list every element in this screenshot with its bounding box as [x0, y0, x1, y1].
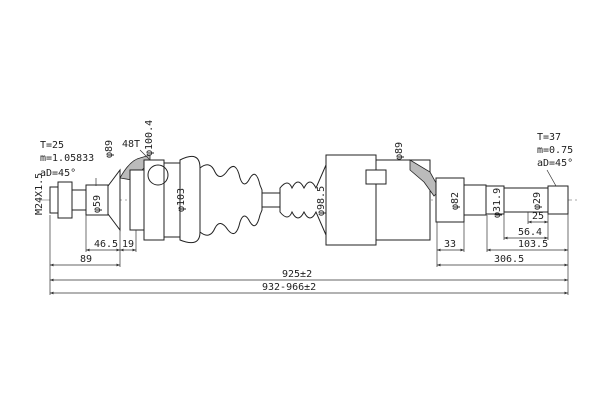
dim-19: 19	[122, 239, 134, 250]
outer-angle-label: aD=45°	[40, 168, 76, 179]
inner-seal-dia: φ82	[450, 192, 461, 210]
outer-cv-joint	[119, 154, 201, 244]
dim-56-4: 56.4	[518, 227, 542, 238]
inner-cv-joint	[325, 154, 465, 246]
outer-boot-dia: φ89	[104, 140, 115, 158]
stub-shaft	[463, 184, 569, 216]
dim-46-5: 46.5	[94, 239, 118, 250]
dim-89: 89	[80, 254, 92, 265]
outer-boot	[199, 164, 263, 236]
dimension-lines	[50, 149, 568, 295]
inner-boot-dia: φ89	[394, 142, 405, 160]
thread-label: M24X1.5	[34, 173, 45, 215]
stub-angle-label: aD=45°	[537, 158, 573, 169]
inner-housing-dia: φ98.5	[316, 186, 327, 216]
stub-teeth-label: T=37	[537, 132, 561, 143]
dim-25: 25	[532, 211, 544, 222]
outer-thread-stub	[49, 168, 121, 232]
dim-range: 932-966±2	[262, 282, 316, 293]
abs-ring-label: 48T	[122, 139, 140, 150]
dim-306-5: 306.5	[494, 254, 524, 265]
stub-module-label: m=0.75	[537, 145, 573, 156]
outer-spline-dia: φ59	[92, 195, 103, 213]
outer-housing-dia: φ100.4	[144, 120, 155, 156]
outer-teeth-label: T=25	[40, 140, 64, 151]
extension-lines	[49, 212, 569, 295]
outer-body-dia: φ103	[176, 188, 187, 212]
outer-module-label: m=1.05833	[40, 153, 94, 164]
dim-103-5: 103.5	[518, 239, 548, 250]
stub-dia-b: φ29	[532, 192, 543, 210]
dim-33: 33	[444, 239, 456, 250]
stub-dia-a: φ31.9	[492, 188, 503, 218]
dim-total: 925±2	[282, 269, 312, 280]
